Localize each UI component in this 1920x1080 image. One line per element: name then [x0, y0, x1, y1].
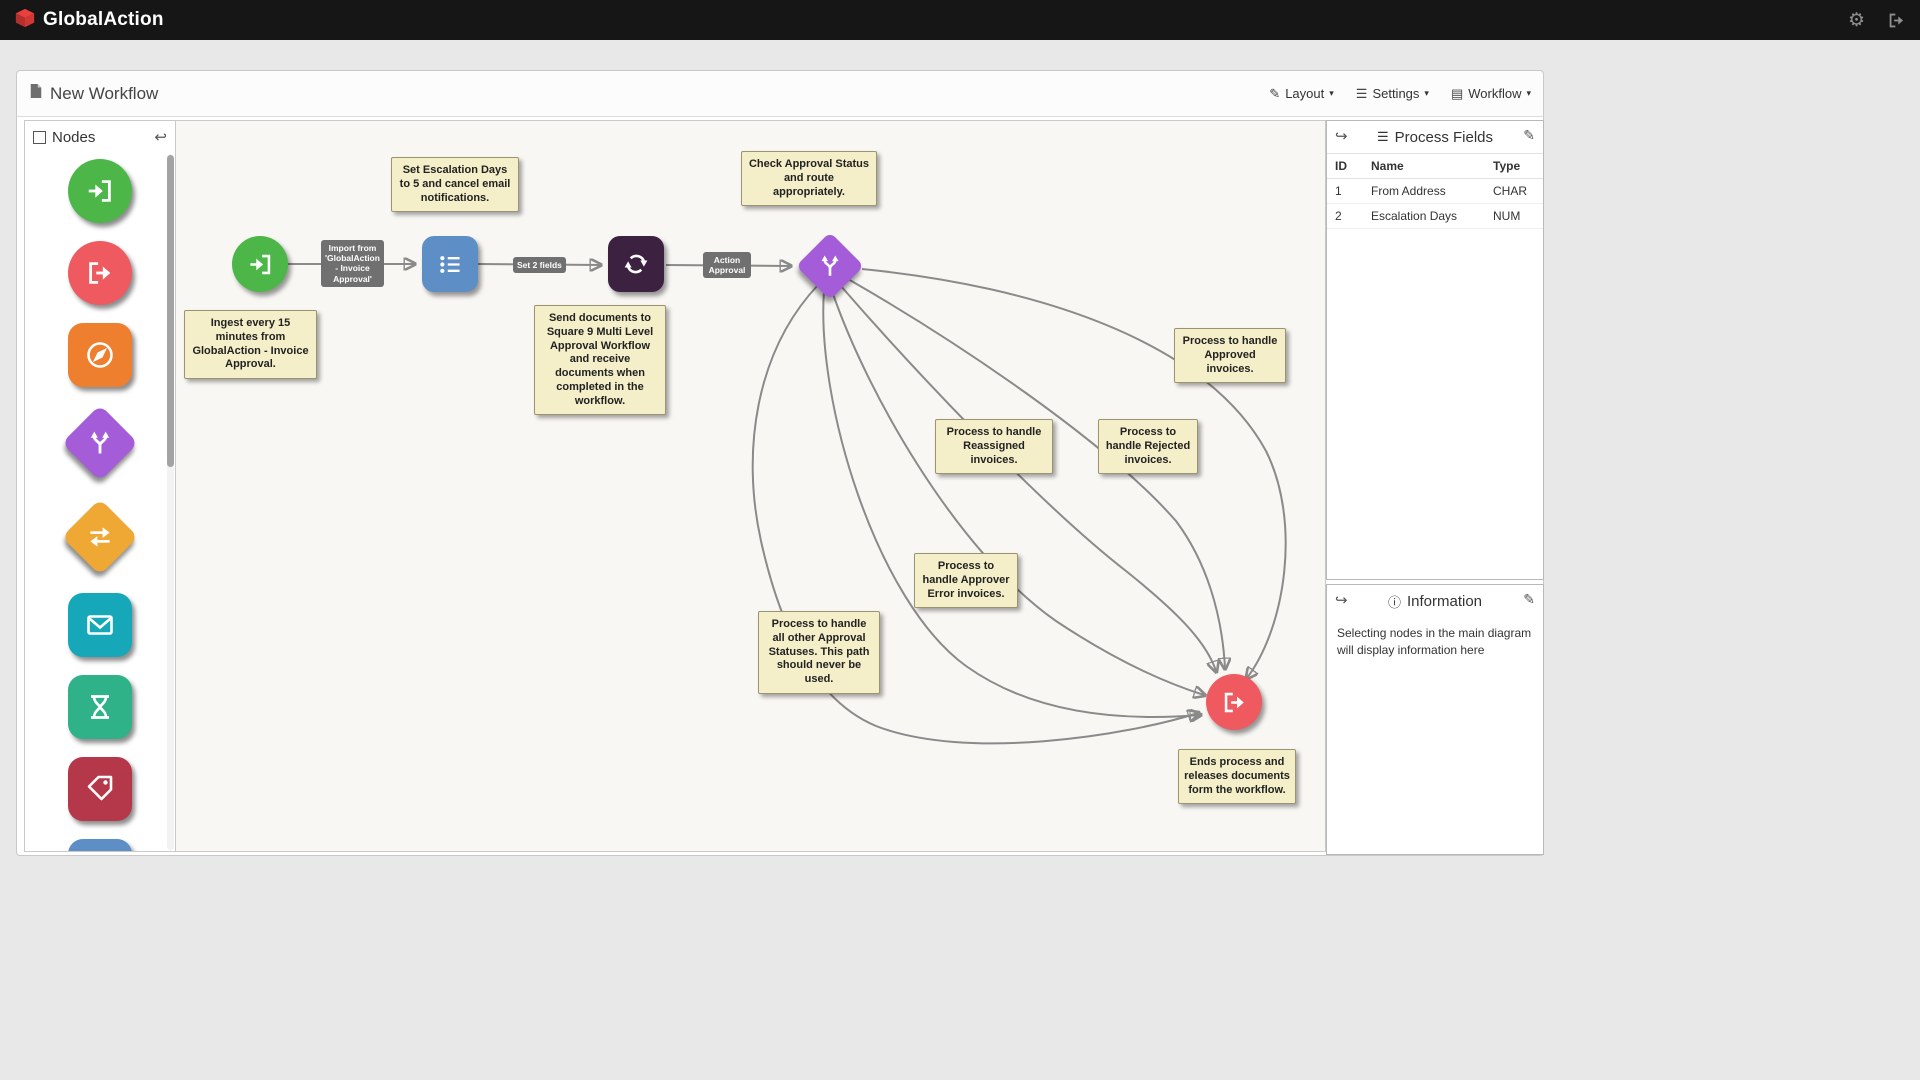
- chevron-down-icon: ▾: [1424, 88, 1429, 98]
- chevron-down-icon: ▾: [1329, 88, 1334, 98]
- sign-in-icon: [249, 254, 270, 274]
- chevron-down-icon: ▾: [1526, 88, 1531, 98]
- cell-id: 2: [1327, 203, 1363, 229]
- information-panel: ↪ ⓘ Information ✎ Selecting nodes in the…: [1326, 584, 1544, 855]
- edge-branch-reassigned: [831, 290, 1204, 695]
- cell-name: Escalation Days: [1363, 203, 1485, 229]
- sign-out-icon[interactable]: [1887, 11, 1906, 30]
- branch-split-icon: [821, 255, 839, 276]
- brand-title: GlobalAction: [43, 9, 164, 30]
- top-navbar: GlobalAction ⚙: [0, 0, 1920, 40]
- table-row[interactable]: 1 From Address CHAR: [1327, 178, 1543, 204]
- palette-node-tag[interactable]: [68, 757, 132, 821]
- scrollbar-thumb[interactable]: [167, 155, 174, 467]
- edge-label-set-fields[interactable]: Set 2 fields: [513, 257, 566, 274]
- list-icon: ☰: [1376, 129, 1389, 144]
- set-fields-list-node[interactable]: [422, 236, 478, 292]
- right-sidebar: ↪ ☰ Process Fields ✎ ID Name Type: [1326, 120, 1544, 855]
- palette-node-wait[interactable]: [68, 675, 132, 739]
- hourglass-icon: [91, 695, 109, 719]
- workflow-start-node[interactable]: [232, 236, 288, 292]
- note-approved[interactable]: Process to handle Approved invoices.: [1174, 328, 1286, 384]
- edit-pencil-icon[interactable]: ✎: [1523, 127, 1535, 143]
- layout-dropdown[interactable]: ✎ Layout ▾: [1269, 85, 1334, 102]
- list-icon: [439, 255, 460, 273]
- palette-node-field-list[interactable]: [68, 839, 132, 851]
- info-circle-icon: ⓘ: [1387, 594, 1401, 610]
- sign-in-icon: [88, 180, 111, 202]
- palette-node-exchange[interactable]: [61, 498, 139, 576]
- nodes-checkbox[interactable]: [33, 130, 46, 144]
- edges-layer: [288, 121, 1287, 745]
- branch-split-icon: [90, 431, 110, 454]
- compass-icon: [87, 342, 113, 368]
- palette-node-end-release[interactable]: [68, 241, 132, 305]
- column-header-name: Name: [1363, 153, 1485, 179]
- cell-type: CHAR: [1485, 178, 1543, 204]
- nodes-panel-title: Nodes: [52, 128, 96, 146]
- information-text: Selecting nodes in the main diagram will…: [1337, 626, 1532, 657]
- sync-arrows-icon: [624, 254, 648, 274]
- sign-out-icon: [1224, 692, 1244, 712]
- sign-out-icon: [89, 262, 111, 284]
- note-approver-error[interactable]: Process to handle Approver Error invoice…: [914, 553, 1018, 609]
- edge-label-action-approval[interactable]: Action Approval: [703, 252, 751, 279]
- workflow-dropdown[interactable]: ▤ Workflow ▾: [1450, 85, 1531, 102]
- edge-branch-rejected: [839, 284, 1216, 671]
- envelope-icon: [87, 615, 113, 635]
- palette-node-branch[interactable]: [61, 404, 139, 482]
- process-fields-table: ID Name Type 1 From Address CHAR: [1327, 153, 1543, 229]
- nodes-scrollbar[interactable]: [167, 154, 174, 850]
- palette-node-email[interactable]: [68, 593, 132, 657]
- edit-pencil-icon[interactable]: ✎: [1523, 591, 1535, 607]
- nodes-panel: Nodes ↩: [24, 120, 176, 852]
- table-row[interactable]: 2 Escalation Days NUM: [1327, 203, 1543, 229]
- nodes-list: [25, 153, 175, 851]
- column-header-id: ID: [1327, 153, 1363, 179]
- gear-icon[interactable]: ⚙: [1847, 9, 1865, 31]
- layout-icon: ✎: [1269, 85, 1281, 101]
- palette-node-publish[interactable]: [68, 323, 132, 387]
- file-icon: [29, 83, 43, 104]
- column-header-type: Type: [1485, 153, 1543, 179]
- note-escalation[interactable]: Set Escalation Days to 5 and cancel emai…: [391, 157, 519, 213]
- card-header: New Workflow ✎ Layout ▾ ☰ Settings ▾ ▤ W…: [17, 71, 1543, 117]
- note-ends-process[interactable]: Ends process and releases documents form…: [1178, 749, 1296, 805]
- sync-transfer-node[interactable]: [608, 236, 664, 292]
- note-ingest[interactable]: Ingest every 15 minutes from GlobalActio…: [184, 310, 317, 379]
- workflow-end-node[interactable]: [1206, 674, 1262, 730]
- cell-id: 1: [1327, 178, 1363, 204]
- forward-arrow-icon[interactable]: ↪: [1335, 592, 1348, 609]
- settings-list-icon: ☰: [1355, 85, 1368, 101]
- edge-label-import[interactable]: Import from 'GlobalAction - Invoice Appr…: [321, 240, 384, 287]
- workflow-designer-card: New Workflow ✎ Layout ▾ ☰ Settings ▾ ▤ W…: [16, 70, 1544, 856]
- cell-type: NUM: [1485, 203, 1543, 229]
- note-check-status[interactable]: Check Approval Status and route appropri…: [741, 151, 877, 207]
- undo-arrow-icon[interactable]: ↩: [154, 129, 167, 146]
- process-fields-panel: ↪ ☰ Process Fields ✎ ID Name Type: [1326, 120, 1544, 580]
- exchange-arrows-icon: [90, 527, 110, 547]
- note-reassigned[interactable]: Process to handle Reassigned invoices.: [935, 419, 1053, 475]
- cell-name: From Address: [1363, 178, 1485, 204]
- page-title: New Workflow: [50, 83, 159, 103]
- settings-dropdown[interactable]: ☰ Settings ▾: [1355, 85, 1429, 102]
- approval-branch-node[interactable]: [796, 232, 864, 300]
- workflow-save-icon: ▤: [1450, 85, 1464, 101]
- process-fields-title: Process Fields: [1394, 128, 1494, 146]
- brand: GlobalAction: [14, 7, 164, 34]
- note-other-statuses[interactable]: Process to handle all other Approval Sta…: [758, 611, 880, 694]
- note-rejected[interactable]: Process to handle Rejected invoices.: [1098, 419, 1198, 475]
- tag-icon: [87, 775, 113, 801]
- brand-cube-icon: [14, 7, 36, 34]
- information-title: Information: [1406, 592, 1483, 610]
- forward-arrow-icon[interactable]: ↪: [1335, 128, 1348, 145]
- note-send-documents[interactable]: Send documents to Square 9 Multi Level A…: [534, 305, 666, 416]
- palette-node-start-import[interactable]: [68, 159, 132, 223]
- diagram-canvas[interactable]: Import from 'GlobalAction - Invoice Appr…: [176, 120, 1326, 852]
